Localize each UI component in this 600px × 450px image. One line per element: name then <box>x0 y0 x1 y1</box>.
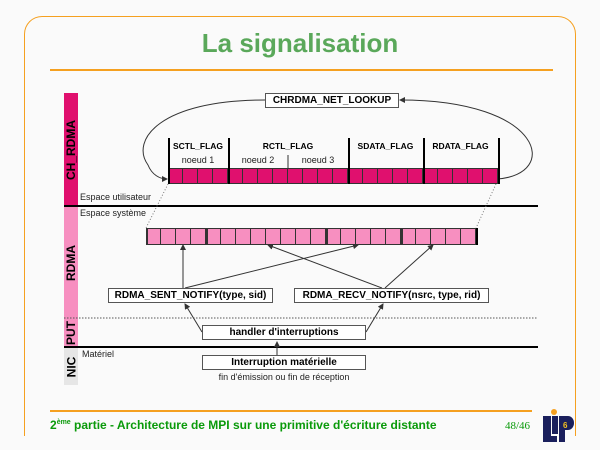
flag-cell <box>356 228 371 245</box>
flag-cell <box>461 228 476 245</box>
title-divider <box>50 69 553 71</box>
layer-rdma: RDMA <box>64 207 78 318</box>
flag-cell <box>423 168 438 184</box>
flag-label: SDATA_FLAG <box>357 141 414 151</box>
flag-cell <box>468 168 483 184</box>
hardware-interrupt-box: Interruption matérielle <box>202 355 366 370</box>
node-label: noeud 2 <box>241 155 275 165</box>
flag-divider <box>348 138 350 184</box>
footer-divider <box>50 410 532 412</box>
flag-cell <box>438 168 453 184</box>
footer-ordinal: 2 <box>50 418 57 432</box>
flag-cell <box>191 228 206 245</box>
interrupt-caption: fin d'émission ou fin de réception <box>218 372 350 382</box>
footer-title: partie - Architecture de MPI sur une pri… <box>70 418 437 432</box>
user-space-label: Espace utilisateur <box>80 192 152 202</box>
flag-divider <box>228 138 230 184</box>
flag-cell <box>401 228 416 245</box>
flag-cell <box>348 168 363 184</box>
flag-cell <box>288 168 303 184</box>
layer-nic: NIC <box>64 348 78 385</box>
layer-ch-rdma: CH_RDMA <box>64 93 78 207</box>
flag-cell <box>311 228 326 245</box>
flag-cell <box>363 168 378 184</box>
flag-cell <box>326 228 341 245</box>
flag-cell <box>341 228 356 245</box>
flag-label: RDATA_FLAG <box>432 141 489 151</box>
flag-divider <box>498 138 500 184</box>
flag-cell <box>453 168 468 184</box>
flag-cell <box>303 168 318 184</box>
flag-cell <box>251 228 266 245</box>
flag-cell <box>281 228 296 245</box>
footer-text: 2ème partie - Architecture de MPI sur un… <box>50 418 437 432</box>
flag-cell <box>146 228 161 245</box>
flag-cell <box>273 168 288 184</box>
flag-cell <box>416 228 431 245</box>
slide-title: La signalisation <box>201 28 399 58</box>
flag-cell <box>198 168 213 184</box>
flag-cell <box>206 228 221 245</box>
recv-notify-box: RDMA_RECV_NOTIFY(nsrc, type, rid) <box>294 288 489 303</box>
slide-frame <box>24 16 576 436</box>
lookup-arrow-left <box>142 99 266 182</box>
hardware-label: Matériel <box>82 349 115 359</box>
flag-divider <box>476 228 478 245</box>
lookup-box: CHRDMA_NET_LOOKUP <box>265 93 399 108</box>
flag-cell <box>221 228 236 245</box>
flag-cell <box>393 168 408 184</box>
flag-cell <box>446 228 461 245</box>
layer-put: PUT <box>64 318 78 348</box>
flag-cell <box>483 168 498 184</box>
node-label: noeud 1 <box>181 155 215 165</box>
flag-cell <box>176 228 191 245</box>
flag-cell <box>296 228 311 245</box>
flag-cell <box>318 168 333 184</box>
flag-label: RCTL_FLAG <box>262 141 314 151</box>
flag-cell <box>168 168 183 184</box>
flag-cell <box>266 228 281 245</box>
flag-label: SCTL_FLAG <box>172 141 224 151</box>
flag-cell <box>333 168 348 184</box>
flag-cell <box>161 228 176 245</box>
sent-notify-box: RDMA_SENT_NOTIFY(type, sid) <box>108 288 273 303</box>
flag-divider <box>168 138 170 184</box>
flag-cell <box>378 168 393 184</box>
svg-text:6: 6 <box>563 421 568 430</box>
flag-cell <box>386 228 401 245</box>
flag-cell <box>371 228 386 245</box>
footer-sup: ème <box>56 419 71 426</box>
flag-cell <box>258 168 273 184</box>
flag-cell <box>243 168 258 184</box>
node-label: noeud 3 <box>301 155 335 165</box>
lookup-arrow-right <box>399 97 533 180</box>
flag-cell <box>236 228 251 245</box>
flag-cell <box>228 168 243 184</box>
flag-cell <box>213 168 228 184</box>
flag-cell <box>431 228 446 245</box>
flag-cell <box>183 168 198 184</box>
flag-cell <box>408 168 423 184</box>
interrupt-handler-box: handler d'interruptions <box>202 325 366 340</box>
page-number: 48/46 <box>505 420 531 432</box>
flag-divider <box>423 138 425 184</box>
lip6-logo: 6 <box>543 409 574 442</box>
system-space-label: Espace système <box>80 208 147 218</box>
